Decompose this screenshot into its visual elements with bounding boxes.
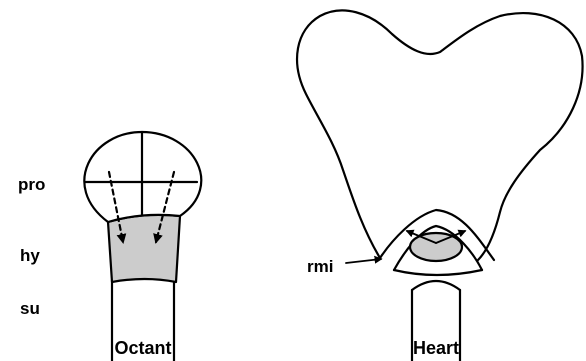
heart-outline (297, 10, 582, 260)
octant-caption: Octant (114, 338, 171, 358)
rmi-pointer-arrow (346, 259, 381, 263)
heart-embryo (297, 10, 582, 361)
octant-embryo (84, 132, 201, 361)
rmi-cell (410, 233, 462, 261)
label-hy: hy (20, 246, 40, 265)
label-su: su (20, 299, 40, 318)
label-rmi: rmi (307, 257, 333, 276)
heart-caption: Heart (413, 338, 459, 358)
label-pro: pro (18, 175, 45, 194)
lower-boundary (394, 270, 482, 275)
